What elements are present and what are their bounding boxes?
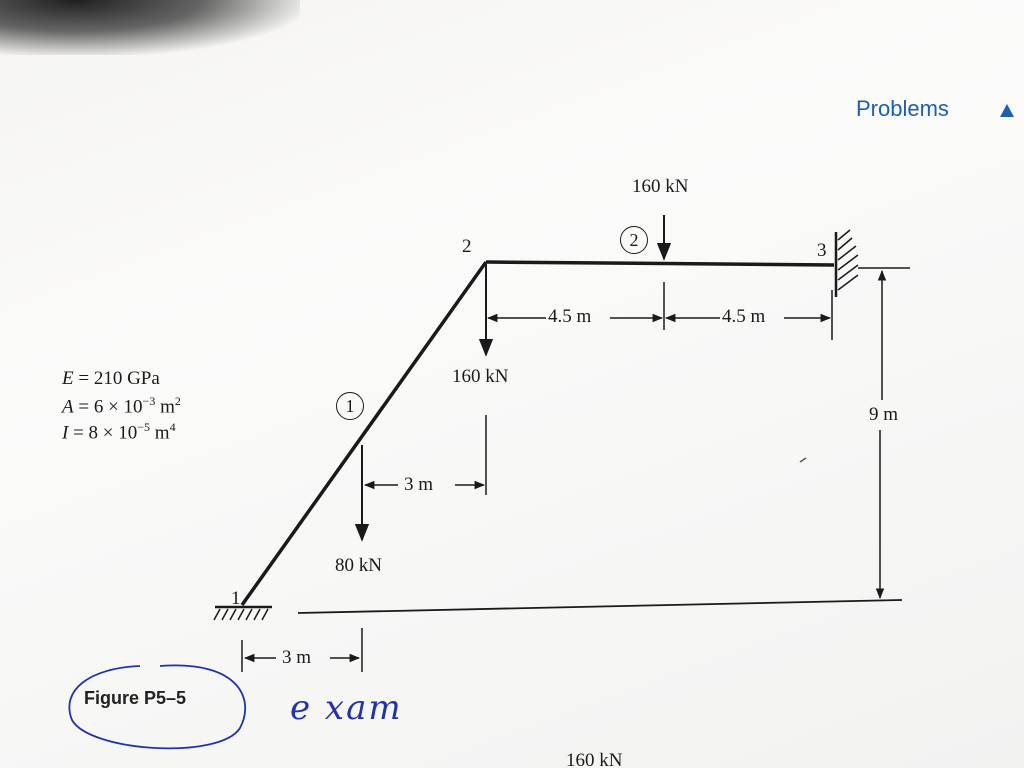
member-horizontal bbox=[485, 260, 835, 267]
fixed-support-node3 bbox=[834, 229, 859, 297]
handwritten-note: e xam bbox=[290, 688, 403, 728]
property-A: A = 6 × 10−3 m2 bbox=[62, 394, 181, 418]
dim-label-left-span: 4.5 m bbox=[548, 306, 592, 327]
fixed-support-node1 bbox=[213, 605, 272, 621]
load-label-top: 160 kN bbox=[632, 176, 689, 197]
finger-shadow bbox=[0, 0, 300, 55]
dim-label-base: 3 m bbox=[282, 647, 312, 668]
pen-circle bbox=[68, 664, 247, 750]
property-I: I = 8 × 10−5 m4 bbox=[62, 420, 176, 444]
dim-label-mid: 3 m bbox=[404, 474, 434, 495]
node-label-1: 1 bbox=[231, 588, 241, 609]
node-label-3: 3 bbox=[817, 240, 827, 261]
triangle-icon bbox=[1000, 104, 1014, 117]
element-label-2: 2 bbox=[620, 226, 648, 254]
section-header: Problems bbox=[856, 96, 949, 121]
element-label-1: 1 bbox=[336, 392, 364, 420]
dim-label-right-span: 4.5 m bbox=[722, 306, 766, 327]
load-label-elem1: 80 kN bbox=[335, 555, 382, 576]
cut-off-load-label: 160 kN bbox=[566, 750, 623, 768]
property-E: E = 210 GPa bbox=[62, 368, 160, 389]
member-inclined bbox=[240, 260, 488, 607]
dim-label-height: 9 m bbox=[869, 404, 899, 425]
load-label-node2: 160 kN bbox=[452, 366, 509, 387]
node-label-2: 2 bbox=[462, 236, 472, 257]
figure-caption: Figure P5–5 bbox=[84, 688, 187, 708]
